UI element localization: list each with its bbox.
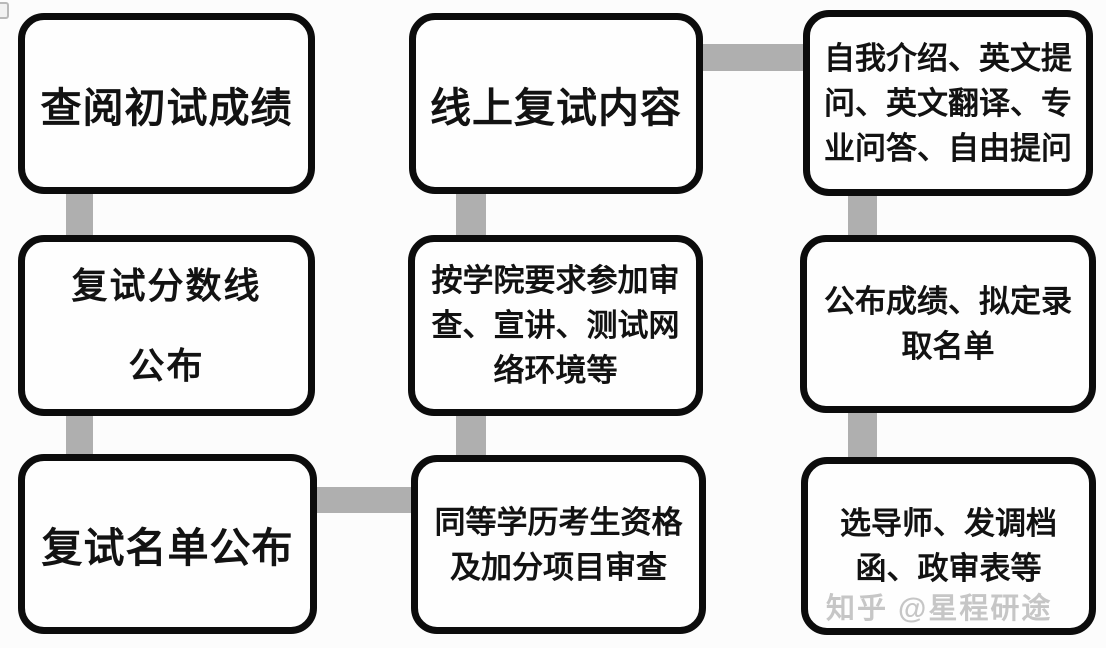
flow-node-score-line-announced: 复试分数线 公布 (18, 235, 315, 416)
flow-node-view-initial-scores: 查阅初试成绩 (18, 13, 315, 194)
connector-interview-items-to-results (848, 193, 877, 238)
connector-interview-content-to-interview-items (699, 44, 807, 71)
flow-node-label: 同等学历考生资格 及加分项目审查 (434, 504, 683, 585)
flow-node-interview-items: 自我介绍、英文提 问、英文翻译、专 业问答、自由提问 (803, 10, 1093, 196)
connector-shortlist-to-qualification-review (313, 487, 415, 513)
flow-node-college-requirement-checks: 按学院要求参加审 查、宣讲、测试网 络环境等 (408, 235, 703, 416)
flow-node-label: 线上复试内容 (430, 84, 682, 131)
flow-node-equivalent-qualification-review: 同等学历考生资格 及加分项目审查 (411, 455, 706, 634)
connector-results-to-supervisor (848, 410, 877, 460)
connector-interview-content-to-college-checks (456, 190, 486, 238)
flow-node-label: 复试分数线 公布 (71, 264, 262, 386)
flow-node-label: 按学院要求参加审 查、宣讲、测试网 络环境等 (431, 263, 680, 388)
watermark: 知乎 @星程研途 (826, 593, 1053, 625)
connector-score-line-to-shortlist (66, 412, 93, 458)
flow-node-label: 复试名单公布 (41, 525, 294, 571)
flow-node-results-and-admission-list: 公布成绩、拟定录 取名单 (800, 235, 1096, 413)
flow-node-shortlist-announced: 复试名单公布 (18, 454, 317, 634)
flow-node-label: 选导师、发调档 函、政审表等 (840, 506, 1057, 586)
flow-node-label: 自我介绍、英文提 问、英文翻译、专 业问答、自由提问 (824, 40, 1072, 166)
connector-view-scores-to-score-line (66, 190, 93, 238)
flow-node-online-interview-content: 线上复试内容 (409, 13, 703, 194)
flow-node-label: 查阅初试成绩 (40, 84, 293, 131)
connector-college-checks-to-qualification-review (456, 412, 486, 458)
corner-artifact (0, 2, 9, 19)
flow-node-label: 公布成绩、拟定录 取名单 (824, 284, 1072, 364)
flow-node-supervisor-and-archives: 选导师、发调档 函、政审表等 (801, 457, 1096, 635)
